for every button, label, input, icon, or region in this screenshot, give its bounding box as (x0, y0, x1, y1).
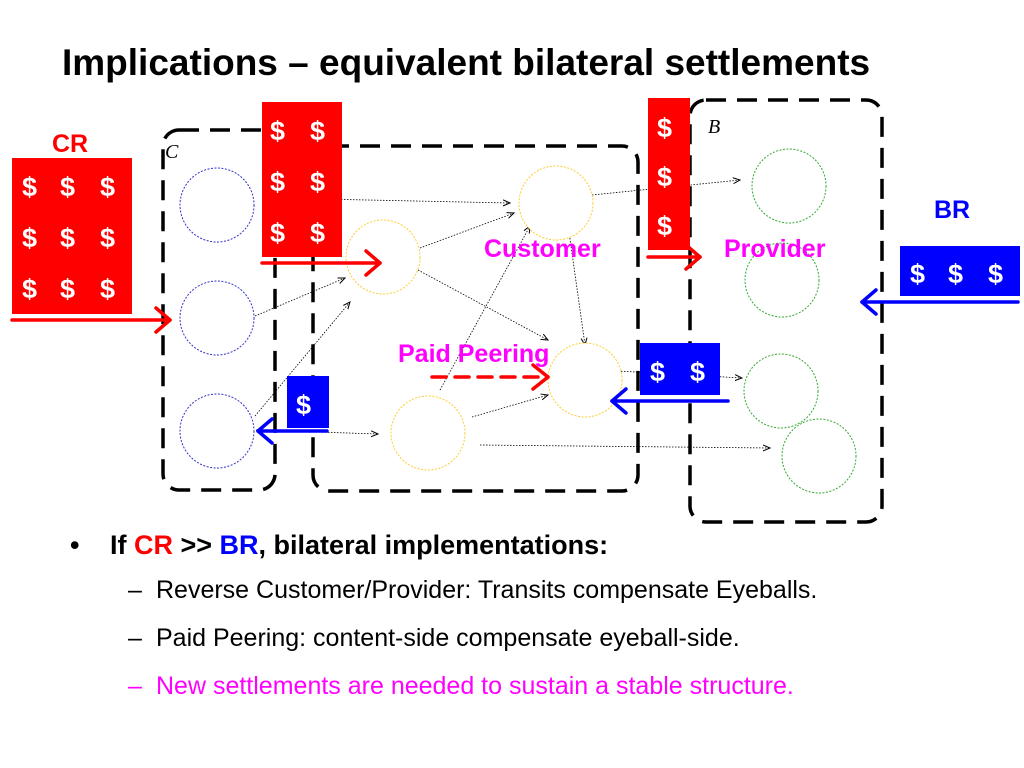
svg-text:$: $ (60, 172, 75, 202)
node-b2 (744, 242, 820, 318)
paid-peering-label: Paid Peering (398, 340, 549, 368)
svg-text:$: $ (22, 274, 37, 304)
small-money-tile: $ (287, 376, 329, 428)
svg-text:$: $ (270, 218, 285, 248)
blue-arrows (256, 288, 1020, 445)
svg-text:$: $ (310, 218, 325, 248)
node-b4 (781, 418, 857, 494)
svg-text:$: $ (100, 172, 115, 202)
svg-text:$: $ (988, 259, 1003, 289)
node-c2 (179, 280, 255, 356)
slide-title: Implications – equivalent bilateral sett… (62, 42, 871, 83)
svg-text:$: $ (60, 223, 75, 253)
svg-text:$: $ (22, 172, 37, 202)
cr-money-tile: $ $ $ $ $ $ $ $ $ (12, 158, 132, 314)
node-a1 (345, 219, 421, 295)
node-circles (179, 148, 857, 494)
group-a-box (311, 144, 640, 493)
node-b3 (743, 353, 819, 429)
node-links (254, 180, 770, 448)
provider-label: Provider (724, 235, 826, 263)
svg-text:$: $ (60, 274, 75, 304)
group-c-label: C (165, 141, 179, 163)
svg-text:$: $ (270, 116, 285, 146)
svg-text:$: $ (657, 211, 672, 241)
node-b1 (751, 148, 827, 224)
group-b-box (688, 98, 884, 524)
br-label: BR (934, 196, 970, 224)
svg-text:$: $ (657, 162, 672, 192)
node-c1 (179, 167, 255, 243)
node-c3 (179, 393, 255, 469)
svg-text:$: $ (657, 113, 672, 143)
node-a4 (547, 342, 623, 418)
cr-label: CR (52, 130, 88, 158)
group-c-box (161, 128, 277, 492)
peering-money-tile: $ $ (640, 343, 720, 395)
svg-text:$: $ (310, 116, 325, 146)
provider-money-tile: $ $ $ (648, 98, 690, 250)
svg-text:$: $ (22, 223, 37, 253)
svg-text:$: $ (270, 167, 285, 197)
svg-text:$: $ (310, 167, 325, 197)
bullet-dot: • (70, 530, 80, 560)
svg-text:$: $ (690, 357, 705, 387)
customer-label: Customer (484, 235, 601, 263)
settlement-diagram: C B $ $ $ $ $ $ $ $ (10, 98, 1020, 524)
node-a2 (518, 165, 594, 241)
svg-text:$: $ (910, 259, 925, 289)
main-bullet-text: If CR >> BR, bilateral implementations: (110, 530, 609, 560)
group-b-label: B (708, 116, 720, 138)
svg-text:$: $ (100, 223, 115, 253)
svg-text:$: $ (948, 259, 963, 289)
red-arrows (10, 243, 702, 391)
svg-text:$: $ (650, 357, 665, 387)
node-a3 (390, 395, 466, 471)
svg-text:$: $ (100, 274, 115, 304)
svg-text:$: $ (296, 390, 311, 420)
br-money-tile: $ $ $ (900, 246, 1020, 296)
top-money-tile: $ $ $ $ $ $ (262, 102, 342, 257)
